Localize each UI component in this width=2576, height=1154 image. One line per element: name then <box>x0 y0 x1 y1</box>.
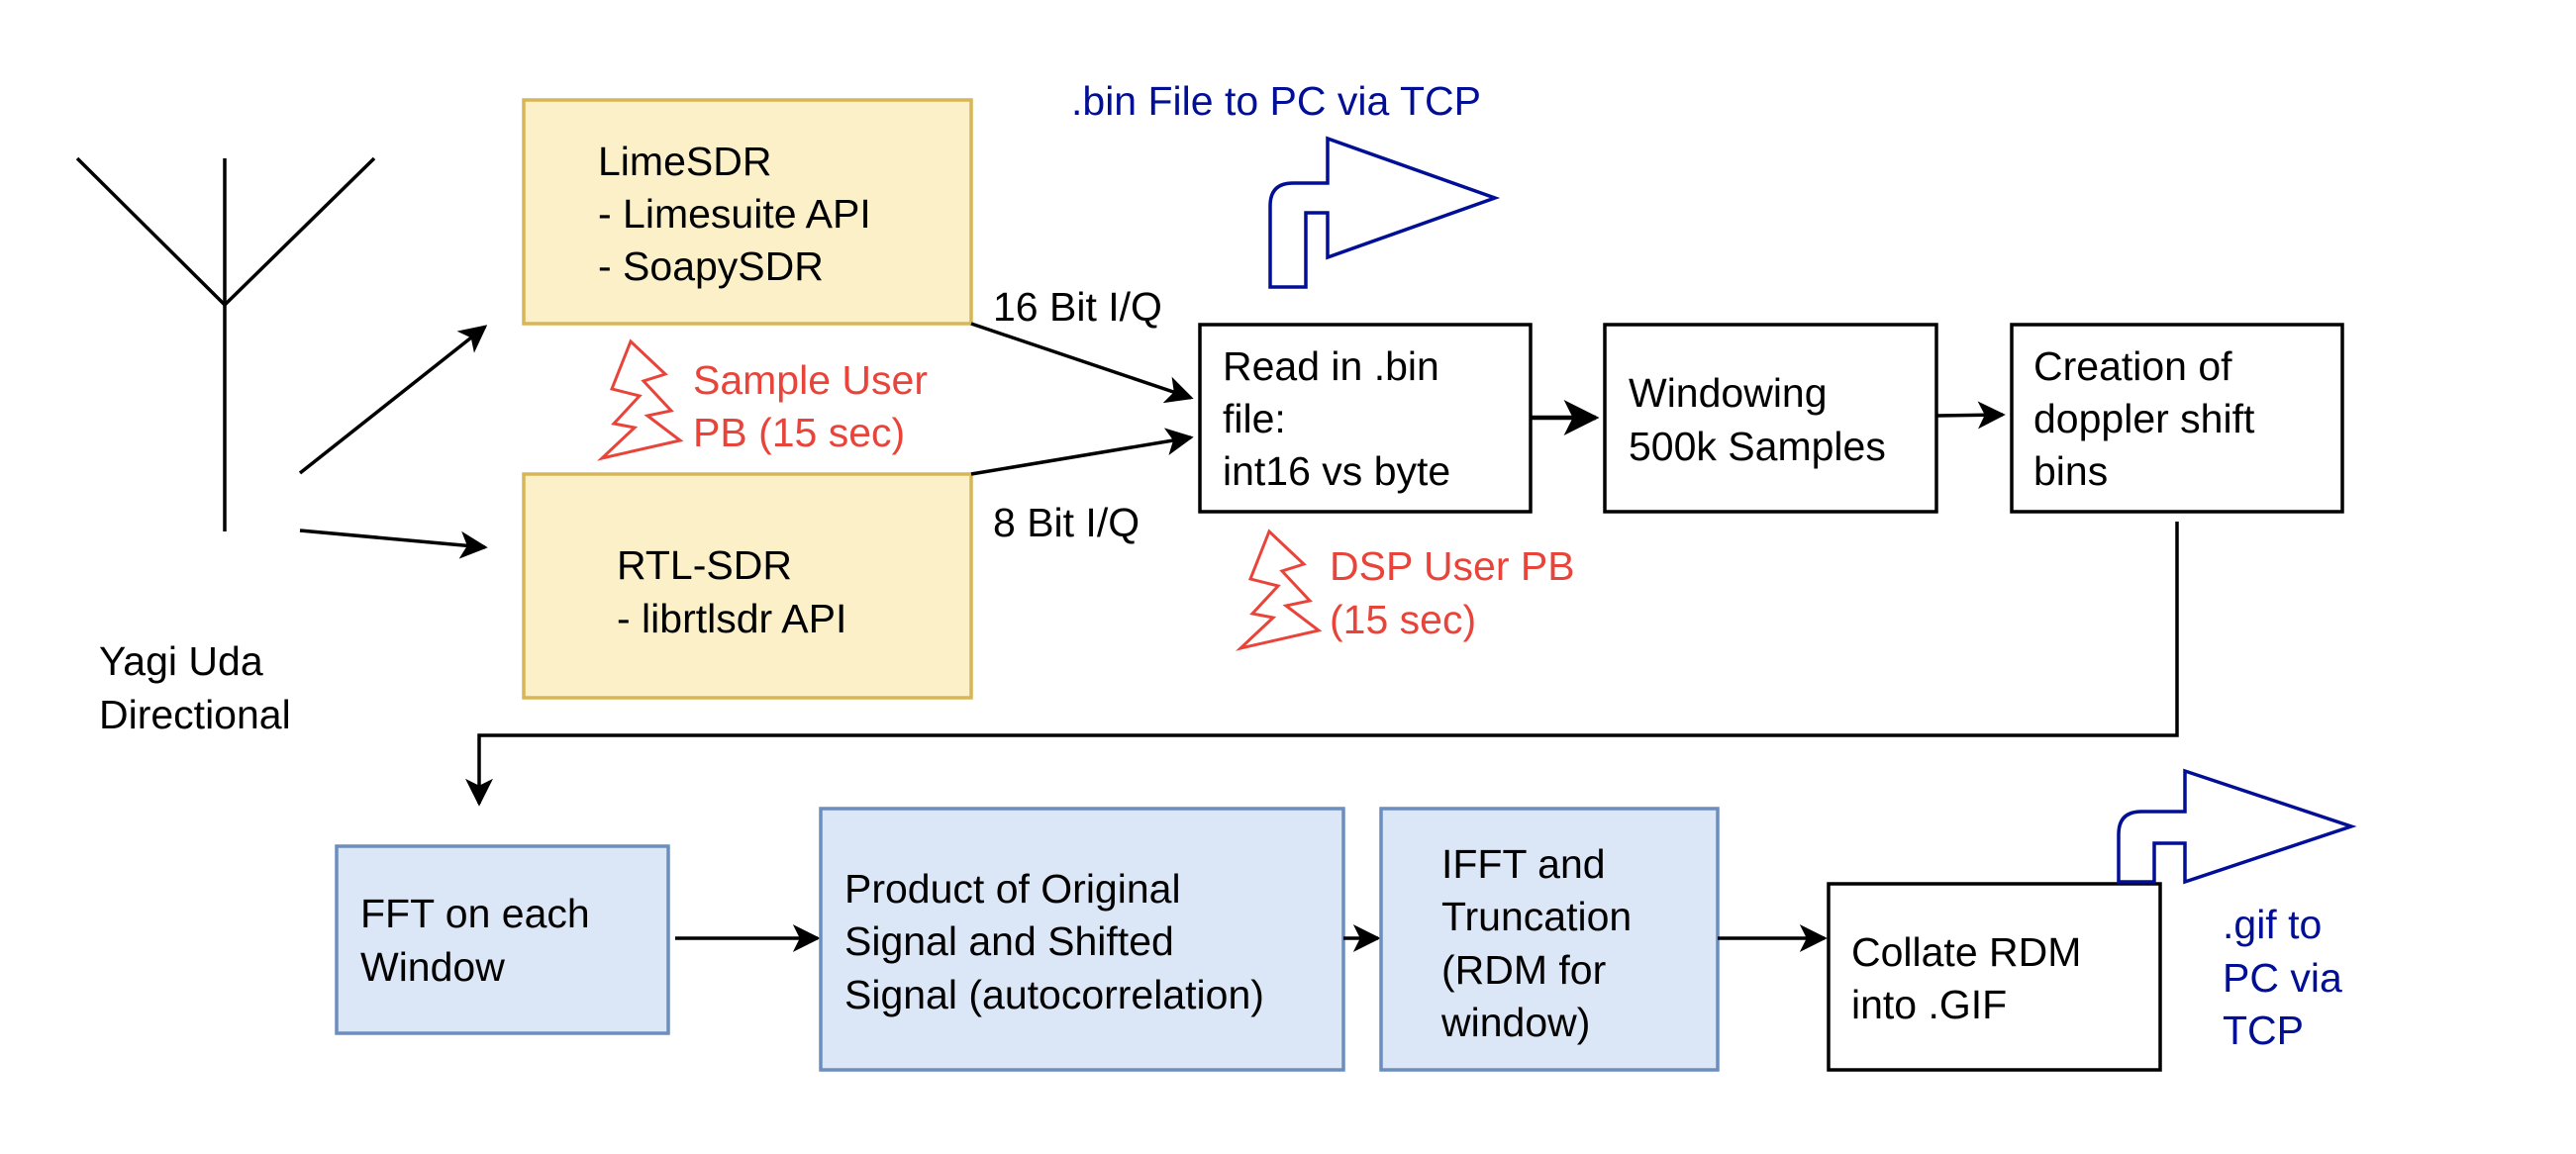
antenna-to-limesdr-arrow <box>298 325 488 475</box>
sample-warning-line2: PB (15 sec) <box>693 410 905 455</box>
limesdr-api-2: - SoapySDR <box>598 243 824 289</box>
ifft-line1: IFFT and <box>1441 841 1606 887</box>
product-line3: Signal (autocorrelation) <box>844 972 1264 1017</box>
fft-line2: Window <box>360 944 505 990</box>
windowing-to-doppler-arrow <box>1935 401 2006 430</box>
gif-transfer-line3: TCP <box>2223 1008 2304 1053</box>
rtlsdr-to-read-arrow <box>970 428 1194 476</box>
windowing-line2: 500k Samples <box>1629 424 1886 469</box>
windowing-box: Windowing 500k Samples <box>1603 323 1938 514</box>
ifft-line3: (RDM for <box>1441 947 1606 993</box>
read-bin-line1: Read in .bin <box>1223 343 1439 389</box>
ifft-line2: Truncation <box>1441 894 1632 939</box>
doppler-line2: doppler shift <box>2033 396 2255 441</box>
iq8-label: 8 Bit I/Q <box>993 500 1139 545</box>
ifft-rect <box>1379 807 1720 1072</box>
doppler-to-fft-connector <box>465 522 2179 807</box>
limesdr-title: LimeSDR <box>598 139 771 184</box>
windowing-line1: Windowing <box>1629 370 1828 416</box>
doppler-line1: Creation of <box>2033 343 2232 389</box>
read-bin-rect <box>1198 323 1533 514</box>
collate-line2: into .GIF <box>1851 982 2007 1027</box>
antenna-label-line1: Yagi Uda <box>99 638 263 684</box>
fft-line1: FFT on each <box>360 891 590 936</box>
limesdr-to-read-arrow <box>970 322 1194 404</box>
read-bin-line2: file: <box>1223 396 1286 441</box>
product-line2: Signal and Shifted <box>844 918 1174 964</box>
product-rect <box>819 807 1345 1072</box>
doppler-rect <box>2010 323 2344 514</box>
collate-line1: Collate RDM <box>1851 929 2081 975</box>
product-line1: Product of Original <box>844 866 1181 912</box>
rtlsdr-rect <box>522 472 973 700</box>
gif-transfer-line2: PC via <box>2223 955 2342 1001</box>
bent-arrow-icon <box>1268 136 1501 289</box>
antenna-to-rtlsdr-arrow <box>299 529 488 559</box>
dsp-warning-line2: (15 sec) <box>1330 597 1476 642</box>
lightning-bolt-icon <box>1235 529 1323 651</box>
limesdr-rect <box>522 98 973 326</box>
bin-transfer-label: .bin File to PC via TCP <box>1071 78 1481 124</box>
doppler-box: Creation of doppler shift bins <box>2010 323 2344 514</box>
yagi-antenna-icon <box>75 156 376 531</box>
iq16-label: 16 Bit I/Q <box>993 284 1162 330</box>
doppler-line3: bins <box>2033 448 2108 494</box>
fft-box: FFT on each Window <box>335 844 670 1035</box>
sample-warning-line1: Sample User <box>693 357 928 403</box>
limesdr-api-1: - Limesuite API <box>598 191 871 237</box>
read-bin-line3: int16 vs byte <box>1223 448 1450 494</box>
limesdr-box: LimeSDR - Limesuite API - SoapySDR <box>522 98 973 326</box>
rtlsdr-box: RTL-SDR - librtlsdr API <box>522 472 973 700</box>
read-bin-box: Read in .bin file: int16 vs byte <box>1198 323 1533 514</box>
rtlsdr-api: - librtlsdr API <box>617 596 846 641</box>
collate-box: Collate RDM into .GIF <box>1827 882 2162 1072</box>
antenna-label-line2: Directional <box>99 692 291 737</box>
collate-rect <box>1827 882 2162 1072</box>
bent-arrow-icon <box>2117 768 2357 885</box>
product-box: Product of Original Signal and Shifted S… <box>819 807 1345 1072</box>
ifft-line4: window) <box>1440 1000 1590 1045</box>
lightning-bolt-icon <box>596 338 684 461</box>
rtlsdr-title: RTL-SDR <box>617 542 792 588</box>
ifft-box: IFFT and Truncation (RDM for window) <box>1379 807 1720 1072</box>
fft-rect <box>335 844 670 1035</box>
dsp-warning-line1: DSP User PB <box>1330 543 1575 589</box>
gif-transfer-line1: .gif to <box>2223 902 2322 947</box>
windowing-rect <box>1603 323 1938 514</box>
